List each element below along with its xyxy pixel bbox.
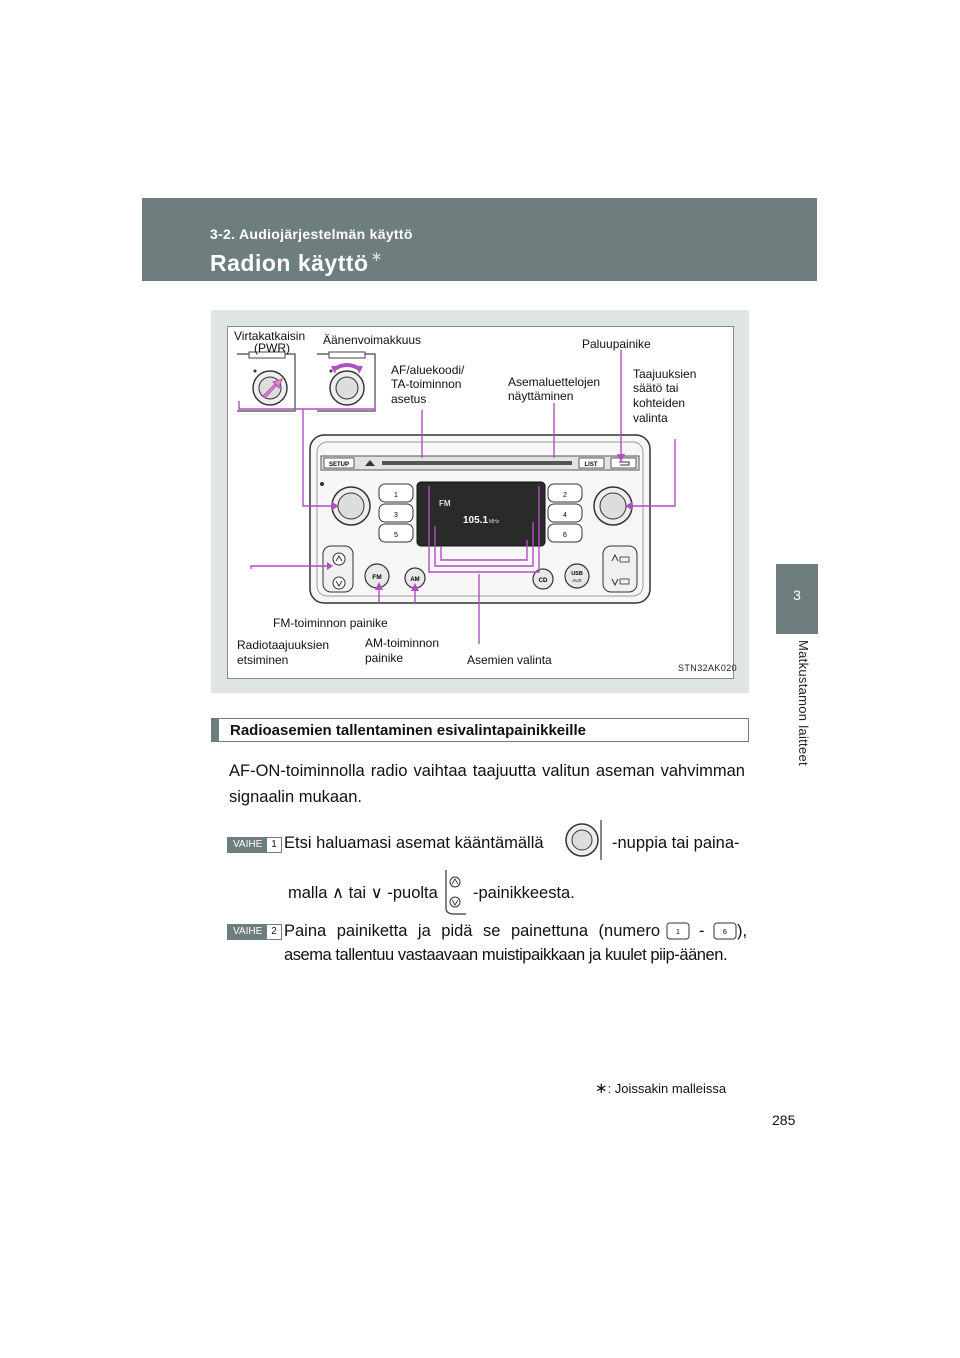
cd-button-label: CD — [539, 578, 548, 584]
preset-key-1-label: 1 — [676, 929, 680, 936]
display-band: FM — [439, 499, 451, 508]
page-number: 285 — [772, 1112, 796, 1128]
step-1-badge-label: VAIHE — [228, 837, 268, 852]
section-heading-bar — [212, 719, 219, 741]
preset-4: 4 — [563, 512, 567, 519]
label-seek-2: etsiminen — [237, 653, 289, 667]
label-tune-3: kohteiden — [633, 396, 686, 410]
label-stations: Asemien valinta — [467, 653, 552, 667]
label-af-1: AF/aluekoodi/ — [391, 363, 465, 377]
label-power-sub: (PWR) — [254, 341, 290, 355]
setup-button-label: SETUP — [329, 462, 349, 468]
title-footnote-mark: ∗ — [370, 248, 383, 264]
section-heading: Radioasemien tallentaminen esivalintapai… — [211, 718, 749, 742]
step-1-text-b: -nuppia tai paina- — [612, 834, 740, 852]
chapter-header — [142, 198, 817, 281]
step-1-text-c: malla ∧ tai ∨ -puolta — [288, 884, 438, 902]
figure-code: STN32AK020 — [678, 663, 738, 673]
list-button-label: LIST — [585, 462, 598, 468]
label-af-3: asetus — [391, 392, 427, 406]
label-tune-1: Taajuuksien — [633, 367, 697, 381]
label-power: Virtakatkaisin — [234, 329, 306, 343]
footnote: ∗: Joissakin malleissa — [595, 1079, 726, 1097]
footnote-mark: ∗ — [595, 1080, 608, 1097]
label-tune-4: valinta — [633, 411, 668, 425]
label-back: Paluupainike — [582, 337, 651, 351]
preset-3: 3 — [394, 512, 398, 519]
power-knob-inset — [237, 351, 296, 412]
step-2-text-b: asema tallentuu vastaavaan muistipaikkaa… — [284, 946, 728, 964]
label-am-2: painike — [365, 651, 404, 665]
step-2-badge-number: 2 — [267, 924, 281, 939]
page-title: Radion käyttö∗ — [210, 248, 383, 277]
preset-1: 1 — [394, 492, 398, 499]
radio-faceplate: SETUP LIST 1 3 5 2 4 6 FM 105.1 MHz — [309, 434, 651, 604]
label-seek-1: Radiotaajuuksien — [237, 638, 330, 652]
label-af-2: TA-toiminnon — [391, 377, 462, 391]
volume-knob-inset — [317, 351, 376, 412]
step-2-dash: - — [699, 922, 705, 940]
seek-button-icon — [445, 870, 466, 915]
usb-button-label: USB — [571, 571, 583, 577]
display-frequency: 105.1 — [463, 515, 488, 526]
section-heading-text: Radioasemien tallentaminen esivalintapai… — [230, 722, 586, 739]
step-2-close: ), — [737, 922, 748, 940]
fm-button-label: FM — [372, 574, 381, 581]
footnote-text: : Joissakin malleissa — [607, 1081, 727, 1096]
am-button-label: AM — [410, 577, 419, 583]
step-2-text-a: Paina painiketta ja pidä se painettuna (… — [284, 922, 660, 940]
label-list-2: näyttäminen — [508, 389, 574, 403]
label-tune-2: säätö tai — [633, 381, 679, 395]
callout-arrowheads — [327, 454, 632, 591]
step-2-badge-label: VAIHE — [228, 924, 268, 939]
label-list-1: Asemaluettelojen — [508, 375, 601, 389]
preset-5: 5 — [394, 532, 398, 539]
label-volume: Äänenvoimakkuus — [323, 333, 422, 347]
preset-2: 2 — [563, 492, 567, 499]
preset-key-1-icon: 1 — [666, 922, 690, 940]
chapter-tab: 3 — [776, 564, 818, 634]
preset-key-6-icon: 6 — [713, 922, 737, 940]
step-1-text-d: -painikkeesta. — [473, 884, 575, 902]
radio-illustration: SETUP LIST 1 3 5 2 4 6 FM 105.1 MHz — [237, 350, 676, 644]
step-1-badge-number: 1 — [267, 837, 281, 852]
label-am-1: AM-toiminnon — [365, 636, 440, 650]
step-1-text-a: Etsi haluamasi asemat kääntämällä — [284, 834, 544, 852]
page-title-text: Radion käyttö — [210, 250, 369, 276]
aux-button-label: AUX — [572, 578, 581, 583]
callout-lines — [238, 350, 676, 644]
tuning-knob-icon — [565, 820, 602, 860]
preset-6: 6 — [563, 532, 567, 539]
chapter-name: Matkustamon laitteet — [796, 640, 811, 766]
label-fm: FM-toiminnon painike — [273, 616, 388, 630]
intro-paragraph: AF-ON-toiminnolla radio vaihtaa taajuutt… — [229, 762, 745, 806]
preset-key-6-label: 6 — [723, 929, 727, 936]
display-unit: MHz — [489, 519, 500, 525]
section-subtitle: 3-2. Audiojärjestelmän käyttö — [210, 226, 413, 242]
